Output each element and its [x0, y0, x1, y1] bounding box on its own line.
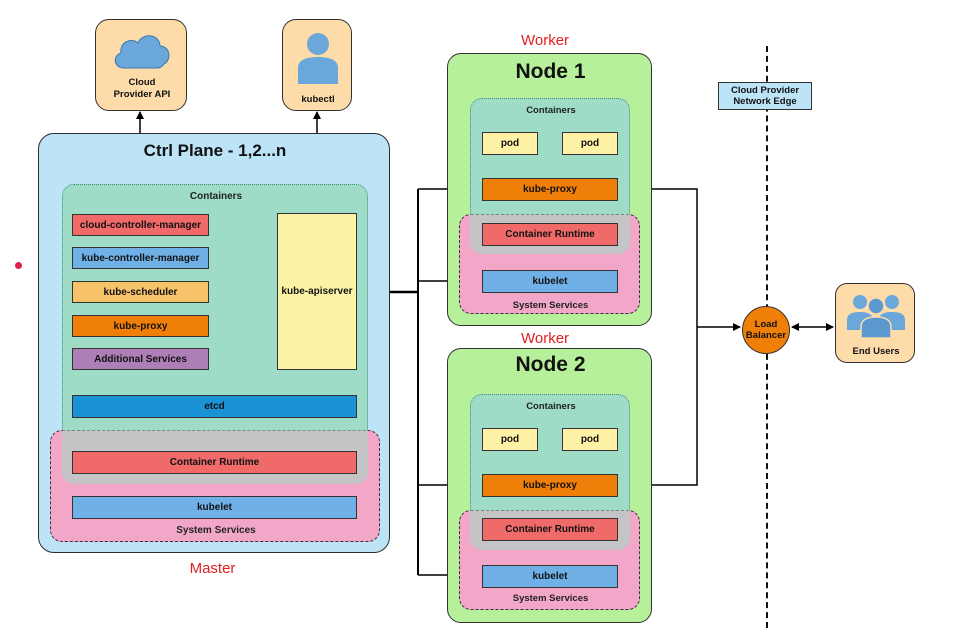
node1-container-runtime-box[interactable]: Container Runtime — [482, 223, 618, 246]
master-caption: Master — [189, 559, 236, 577]
users-icon — [847, 295, 905, 338]
node1-pod-box[interactable]: pod — [562, 132, 618, 155]
node1-title: Node 1 — [515, 60, 586, 83]
etcd-box[interactable]: etcd — [72, 395, 357, 418]
user-icon — [298, 33, 338, 84]
kube-controller-manager-box[interactable]: kube-controller-manager — [72, 247, 209, 269]
master-kube-proxy-box[interactable]: kube-proxy — [72, 315, 209, 337]
node2-pod-box[interactable]: pod — [482, 428, 538, 451]
master-kubelet-box[interactable]: kubelet — [72, 496, 357, 519]
kube-scheduler-box[interactable]: kube-scheduler — [72, 281, 209, 303]
node2-system-services-label: System Services — [512, 592, 589, 604]
node2-pod-box[interactable]: pod — [562, 428, 618, 451]
load-balancer[interactable]: Load Balancer — [742, 306, 790, 354]
cloud-controller-manager-box[interactable]: cloud-controller-manager — [72, 214, 209, 236]
node2-worker-caption: Worker — [520, 329, 570, 347]
node1-kubelet-box[interactable]: kubelet — [482, 270, 618, 293]
node2-title: Node 2 — [515, 353, 586, 376]
cloud-icon — [114, 35, 170, 69]
node1-pod-box[interactable]: pod — [482, 132, 538, 155]
node1-worker-caption: Worker — [520, 31, 570, 49]
node2-container-runtime-box[interactable]: Container Runtime — [482, 518, 618, 541]
additional-services-box[interactable]: Additional Services — [72, 348, 209, 370]
network-edge-label: Cloud Provider Network Edge — [718, 82, 812, 110]
node1-kube-proxy-box[interactable]: kube-proxy — [482, 178, 618, 201]
end-users-label: End Users — [852, 345, 900, 357]
node1-system-services-label: System Services — [512, 299, 589, 311]
end-users-box[interactable]: End Users — [835, 283, 915, 363]
marker-dot — [15, 262, 22, 269]
node1-containers-label: Containers — [526, 104, 576, 116]
node2-kube-proxy-box[interactable]: kube-proxy — [482, 474, 618, 497]
kubectl-label: kubectl — [301, 93, 335, 105]
master-system-services-label: System Services — [176, 524, 256, 536]
master-title: Ctrl Plane - 1,2...n — [143, 141, 287, 160]
cloud-provider-api-label: Cloud Provider API — [113, 77, 171, 100]
master-containers-label: Containers — [189, 190, 243, 202]
kube-apiserver-box[interactable]: kube-apiserver — [277, 213, 357, 370]
kubectl-box[interactable]: kubectl — [282, 19, 352, 111]
node2-kubelet-box[interactable]: kubelet — [482, 565, 618, 588]
cloud-provider-api-box[interactable]: Cloud Provider API — [95, 19, 187, 111]
master-container-runtime-box[interactable]: Container Runtime — [72, 451, 357, 474]
node2-containers-label: Containers — [526, 400, 576, 412]
